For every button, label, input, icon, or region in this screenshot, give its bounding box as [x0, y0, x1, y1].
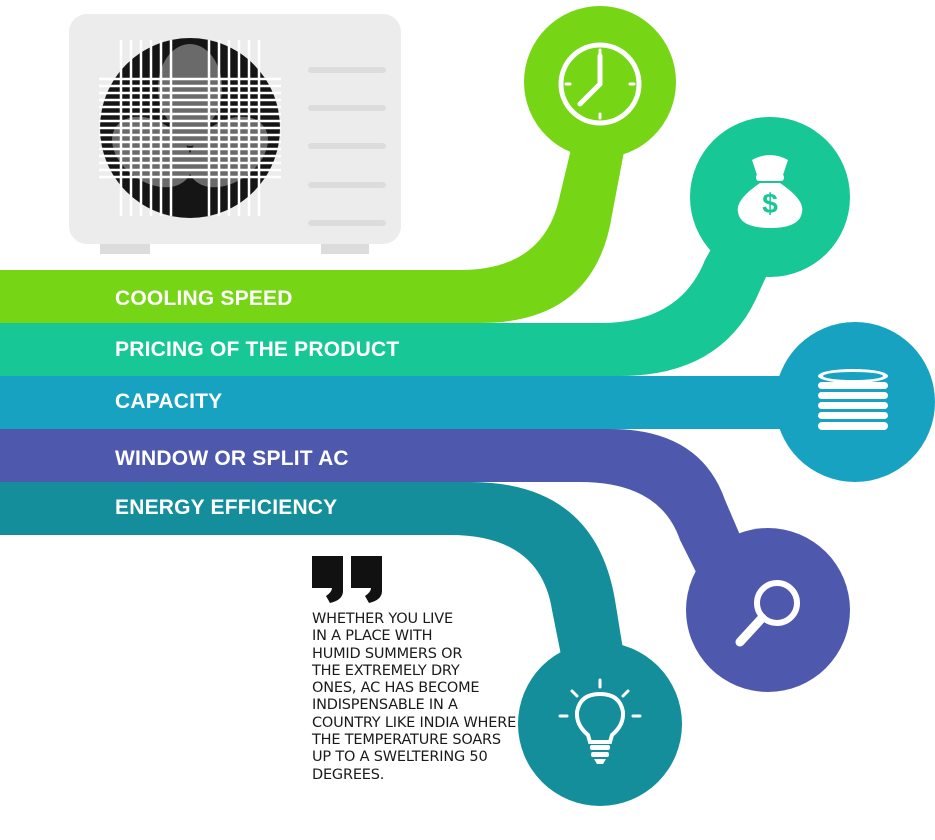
money-bag-icon: $ — [737, 155, 803, 228]
quote-icon — [312, 556, 382, 603]
quote-line: DEGREES. — [312, 766, 385, 783]
band-window-split — [0, 429, 850, 692]
band-label-capacity: CAPACITY — [115, 390, 223, 413]
band-label-cooling-speed: COOLING SPEED — [115, 287, 293, 310]
band-label-pricing: PRICING OF THE PRODUCT — [115, 338, 400, 361]
quote-line: IN A PLACE WITH — [312, 628, 433, 645]
quote-line: THE EXTREMELY DRY — [312, 662, 460, 679]
band-label-energy: ENERGY EFFICIENCY — [115, 496, 338, 519]
band-energy — [0, 482, 682, 806]
quote-line: UP TO A SWELTERING 50 — [312, 749, 488, 766]
quote-line: HUMID SUMMERS OR — [312, 645, 463, 662]
quote-line: COUNTRY LIKE INDIA WHERE — [312, 714, 517, 731]
quote-text: WHETHER YOU LIVE IN A PLACE WITH HUMID S… — [312, 611, 517, 784]
coin-stack-icon — [818, 369, 888, 430]
quote-line: WHETHER YOU LIVE — [312, 611, 453, 627]
magnifier-icon — [735, 580, 800, 647]
ac-outdoor-unit-icon — [69, 14, 401, 254]
lightbulb-icon — [558, 678, 642, 764]
quote-line: ONES, AC HAS BECOME — [312, 680, 480, 697]
money-symbol: $ — [762, 188, 778, 219]
clock-icon — [558, 42, 642, 126]
quote-line: INDISPENSABLE IN A — [312, 697, 458, 714]
band-label-window-split: WINDOW OR SPLIT AC — [115, 447, 349, 470]
quote-line: THE TEMPERATURE SOARS — [312, 732, 501, 749]
